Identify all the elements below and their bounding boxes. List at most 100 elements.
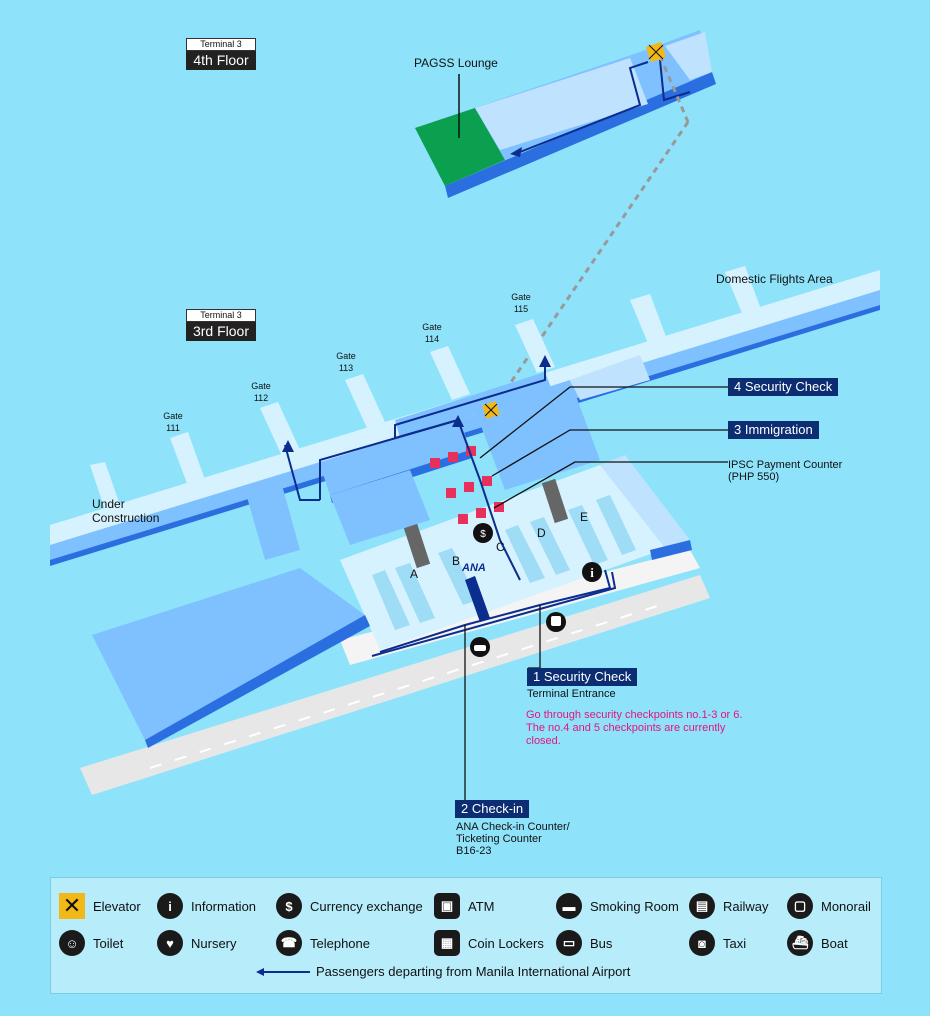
checkpoints	[430, 446, 504, 524]
legend: ✕ Elevator i Information $ Currency exchang…	[50, 877, 882, 994]
step-security-check-4: 4 Security Check	[728, 378, 839, 396]
legend-label: Boat	[821, 935, 848, 951]
gate-115: Gate 115	[501, 291, 541, 315]
information-icon: i	[157, 893, 183, 919]
note-line2: The no.4 and 5 checkpoints are currently	[526, 722, 726, 734]
under-construction-line2: Construction	[92, 511, 160, 525]
gate-word: Gate	[336, 351, 356, 361]
elevator-icon: ✕	[59, 893, 85, 919]
under-construction-line1: Under	[92, 497, 125, 511]
legend-label: Railway	[723, 898, 769, 914]
railway-icon: ▤	[689, 893, 715, 919]
svg-text:$: $	[480, 529, 486, 540]
gate-word: Gate	[251, 381, 271, 391]
note-line3: closed.	[526, 735, 561, 747]
boat-icon: ⛴	[787, 930, 813, 956]
elevator-icon-4f	[645, 41, 667, 63]
legend-label: Elevator	[93, 898, 141, 914]
floor-label: 3rd Floor	[186, 322, 256, 341]
gate-number: 115	[513, 304, 529, 314]
ipsc-line2: (PHP 550)	[728, 471, 780, 483]
map-icons: $ i	[470, 523, 602, 657]
legend-label: Taxi	[723, 935, 747, 951]
legend-elevator: ✕ Elevator	[59, 893, 141, 919]
legend-railway: ▤ Railway	[689, 893, 769, 919]
floor-tag-4f: Terminal 3 4th Floor	[186, 38, 256, 70]
nursery-icon: ♥	[157, 930, 183, 956]
gate-number: 112	[253, 393, 269, 403]
ipsc-line1: IPSC Payment Counter	[728, 459, 843, 471]
legend-taxi: ◙ Taxi	[689, 930, 746, 956]
legend-atm: ▣ ATM	[434, 893, 494, 919]
legend-label: Telephone	[310, 935, 370, 951]
legend-bus: ▭ Bus	[556, 930, 612, 956]
zone-b: B	[452, 554, 461, 568]
legend-currency: $ Currency exchange	[276, 893, 423, 919]
security-note: Go through security checkpoints no.1-3 o…	[526, 709, 806, 748]
legend-label: Currency exchange	[310, 898, 423, 914]
coin-lockers-icon: ▦	[434, 930, 460, 956]
gate-111: Gate 111	[153, 410, 193, 434]
floor-tag-3f: Terminal 3 3rd Floor	[186, 309, 256, 341]
step-check-in-2: 2 Check-in	[455, 800, 530, 818]
legend-label: Coin Lockers	[468, 935, 544, 951]
taxi-icon: ◙	[689, 930, 715, 956]
gate-113: Gate 113	[326, 350, 366, 374]
legend-label: Smoking Room	[590, 898, 679, 914]
currency-exchange-icon: $	[276, 893, 302, 919]
check-in-details: ANA Check-in Counter/ Ticketing Counter …	[456, 821, 570, 857]
monorail-icon: ▢	[787, 893, 813, 919]
step-immigration-3: 3 Immigration	[728, 421, 819, 439]
legend-label: ATM	[468, 898, 495, 914]
legend-coin-lockers: ▦ Coin Lockers	[434, 930, 544, 956]
legend-nursery: ♥ Nursery	[157, 930, 237, 956]
legend-toilet: ☺ Toilet	[59, 930, 123, 956]
legend-boat: ⛴ Boat	[787, 930, 848, 956]
zone-e: E	[580, 510, 589, 524]
legend-label: Bus	[590, 935, 613, 951]
step-security-check-1: 1 Security Check	[527, 668, 638, 686]
legend-smoking: ▬ Smoking Room	[556, 893, 679, 919]
gate-112: Gate 112	[241, 380, 281, 404]
legend-route-label: Passengers departing from Manila Interna…	[316, 964, 631, 979]
fourth-floor-building	[415, 30, 716, 198]
terminal-label: Terminal 3	[186, 309, 256, 322]
terminal-label: Terminal 3	[186, 38, 256, 51]
terminal-entrance-label: Terminal Entrance	[527, 688, 616, 700]
legend-telephone: ☎ Telephone	[276, 930, 370, 956]
floor-label: 4th Floor	[186, 51, 256, 70]
zone-c: C	[496, 540, 505, 554]
atm-icon: ▣	[434, 893, 460, 919]
legend-monorail: ▢Monorail	[787, 893, 871, 919]
check-in-line2: Ticketing Counter	[456, 833, 542, 845]
note-line1: Go through security checkpoints no.1-3 o…	[526, 709, 743, 721]
legend-information: i Information	[157, 893, 256, 919]
check-in-line1: ANA Check-in Counter/	[456, 821, 570, 833]
gate-114: Gate 114	[412, 321, 452, 345]
smoking-room-icon: ▬	[556, 893, 582, 919]
svg-text:i: i	[590, 565, 594, 580]
route-arrow-icon	[256, 967, 310, 976]
legend-label: Nursery	[191, 935, 237, 951]
zone-d: D	[537, 526, 546, 540]
telephone-icon: ☎	[276, 930, 302, 956]
gate-number: 113	[338, 363, 354, 373]
elevator-icon-3f	[482, 401, 500, 419]
under-construction-label: Under Construction	[92, 497, 159, 525]
gate-number: 114	[424, 334, 440, 344]
gate-word: Gate	[163, 411, 183, 421]
toilet-icon: ☺	[59, 930, 85, 956]
lounge-label: PAGSS Lounge	[414, 56, 498, 70]
gate-word: Gate	[422, 322, 442, 332]
gate-word: Gate	[511, 292, 531, 302]
legend-label: Toilet	[93, 935, 124, 951]
zone-a: A	[410, 567, 419, 581]
pagss-lounge-area	[415, 108, 505, 186]
bus-icon: ▭	[556, 930, 582, 956]
domestic-area-label: Domestic Flights Area	[716, 272, 833, 286]
ana-counter	[465, 576, 490, 622]
legend-route: Passengers departing from Manila Interna…	[256, 964, 630, 979]
legend-label: Information	[191, 898, 257, 914]
gate-number: 111	[166, 423, 180, 433]
